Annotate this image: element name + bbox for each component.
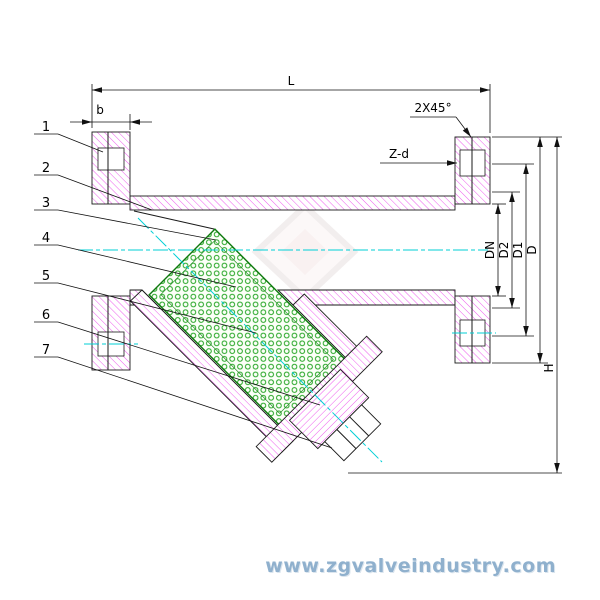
plug-facet-line xyxy=(349,416,370,437)
left-flange xyxy=(91,131,131,371)
dimension-D1: D1 xyxy=(492,163,534,337)
dimension-b: b xyxy=(70,103,152,130)
part-callout-7: 7 xyxy=(34,343,333,449)
pipe-top-wall xyxy=(129,195,456,211)
part-number: 7 xyxy=(42,343,50,358)
part-number: 1 xyxy=(42,120,50,135)
chamfer-note: 2X45° xyxy=(410,101,472,138)
body-rib-line xyxy=(133,210,215,230)
site-watermark: www.zgvalveindustry.com www.zgvalveindus… xyxy=(265,555,557,578)
chamfer-label: 2X45° xyxy=(414,101,451,115)
plug-facet-line xyxy=(336,429,357,449)
dim-label-D: D xyxy=(525,245,539,254)
dim-label-D2: D2 xyxy=(497,242,511,259)
part-callout-1: 1 xyxy=(34,120,104,153)
dimension-L: L xyxy=(91,74,491,133)
part-callouts: 1 2 3 4 5 6 7 xyxy=(34,120,333,449)
part-number: 6 xyxy=(42,308,50,323)
part-number: 5 xyxy=(42,269,50,284)
site-watermark-shadow: www.zgvalveindustry.com xyxy=(266,556,557,578)
dim-label-b: b xyxy=(96,103,104,117)
part-number: 2 xyxy=(42,161,50,176)
bolt-holes-note: Z-d xyxy=(380,147,457,166)
part-number: 4 xyxy=(42,231,50,246)
centerlines xyxy=(78,217,496,463)
part-callout-3: 3 xyxy=(34,196,217,241)
dim-label-D1: D1 xyxy=(511,242,525,259)
right-flange xyxy=(454,136,491,364)
dim-label-H: H xyxy=(542,363,556,372)
dimension-D: D xyxy=(492,136,562,364)
part-number: 3 xyxy=(42,196,50,211)
part-callout-6: 6 xyxy=(34,308,321,406)
dimension-D2: D2 xyxy=(492,191,520,309)
dimension-H: H xyxy=(348,137,562,474)
dim-label-L: L xyxy=(288,74,295,88)
site-watermark-text: www.zgvalveindustry.com xyxy=(265,555,556,577)
dim-label-DN: DN xyxy=(483,241,497,259)
part-callout-5: 5 xyxy=(34,269,257,334)
part-callout-4: 4 xyxy=(34,231,237,288)
bolt-holes-label: Z-d xyxy=(389,147,409,161)
dimension-DN: DN xyxy=(483,203,506,297)
bolt-hole xyxy=(97,147,125,171)
branch-axis-centerline xyxy=(137,217,383,463)
part-callout-2: 2 xyxy=(34,161,153,211)
